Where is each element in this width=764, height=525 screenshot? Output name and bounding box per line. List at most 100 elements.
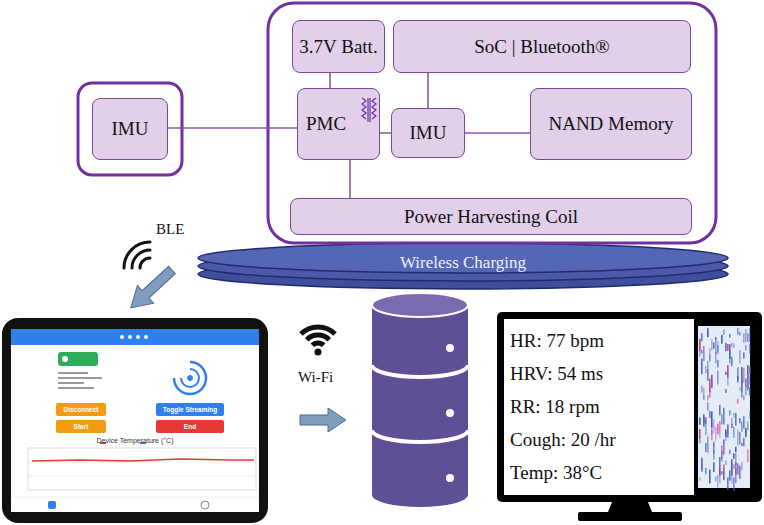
spectrogram-streak: [735, 473, 737, 483]
spectrogram-streak: [719, 468, 721, 483]
spectrogram-streak: [717, 424, 719, 435]
spectrogram-streak: [719, 434, 721, 438]
protocol-label: Wi-Fi: [298, 368, 348, 386]
spectrogram-streak: [703, 388, 705, 399]
chart-title: Device Temperature (°C): [60, 435, 210, 445]
tablet-frame: [2, 318, 268, 523]
spectrogram-streak: [743, 395, 745, 400]
spectrogram-streak: [735, 453, 737, 465]
wifi-symbol: [301, 327, 335, 345]
flow-arrow: [300, 408, 346, 432]
spectrogram-streak: [715, 432, 717, 441]
spectrogram-streak: [701, 459, 703, 470]
spectrogram-streak: [749, 367, 751, 375]
spectrogram-streak: [711, 411, 713, 427]
spectrogram-streak: [731, 459, 733, 475]
spectrogram-streak: [743, 416, 745, 428]
database-led: [446, 474, 454, 482]
spectrogram-streak: [713, 419, 715, 433]
wifi-wave: [312, 343, 323, 345]
spectrogram-streak: [729, 334, 731, 338]
box-text: IMU: [112, 118, 149, 140]
text-line: [58, 377, 102, 379]
spectrogram-streak: [725, 430, 727, 437]
spectrogram-streak: [737, 463, 739, 474]
status-icon: [136, 335, 140, 339]
spectrogram-streak: [699, 429, 701, 439]
charging-label: Wireless Charging: [340, 249, 586, 277]
spectrogram-streak: [699, 439, 701, 443]
vitals-screen: HR: 77 bpmHRV: 54 msRR: 18 rpmCough: 20 …: [504, 319, 694, 495]
text-line: [58, 387, 94, 389]
wire-connector: [168, 127, 297, 129]
spectrogram-streak: [717, 370, 719, 384]
wire-connector: [349, 160, 351, 198]
spectrogram-streak: [699, 339, 701, 356]
logo-dot: [188, 376, 193, 381]
wire-connector: [427, 73, 429, 108]
ble-wave: [124, 242, 150, 268]
spectrogram-streak: [735, 468, 737, 475]
database-body: [372, 305, 468, 507]
wifi-wave: [301, 327, 335, 334]
status-chip-icon: [62, 356, 68, 362]
spectrogram-streak: [709, 470, 711, 484]
spectrogram-streak: [739, 332, 741, 336]
app-bar: [11, 329, 259, 345]
spectrogram-streak: [749, 387, 751, 395]
spectrogram-streak: [733, 427, 735, 438]
spectrogram-streak: [711, 430, 713, 435]
box-text: RR: 18 rpm: [510, 396, 600, 418]
spectrogram-streak: [723, 330, 725, 335]
spectrogram-streak: [717, 341, 719, 354]
box-text: HRV: 54 ms: [510, 363, 603, 385]
spectrogram-streak: [711, 339, 713, 350]
spectrogram-streak: [733, 477, 735, 491]
wire-connector: [465, 132, 530, 134]
box-text: HR: 77 bpm: [510, 330, 604, 352]
spectrogram-streak: [711, 375, 713, 388]
spectrogram-streak: [721, 451, 723, 462]
app-logo: [174, 362, 206, 394]
spectrogram-streak: [743, 333, 745, 343]
spectrogram-streak: [703, 417, 705, 427]
spectrogram-streak: [725, 372, 727, 375]
spectrogram-streak: [741, 381, 743, 398]
spectrogram-streak: [745, 378, 747, 386]
spectrogram-streak: [735, 447, 737, 452]
spectrogram-streak: [729, 351, 731, 363]
box-text: Power Harvesting Coil: [404, 206, 578, 228]
spectrogram-streak: [715, 352, 717, 363]
battery-box: 3.7V Batt.: [292, 20, 385, 73]
chart-grid: [28, 476, 256, 477]
spectrogram-streak: [713, 450, 715, 459]
box-text: Wireless Charging: [400, 253, 526, 273]
spectrogram-streak: [715, 477, 717, 482]
spectrogram-streak: [745, 345, 747, 350]
monitor-frame: [497, 312, 762, 502]
ble-symbol: [124, 242, 150, 268]
spectrogram-streak: [709, 411, 711, 418]
spectrogram-streak: [737, 376, 739, 381]
spectrogram-streak: [705, 423, 707, 436]
app-button: [56, 403, 106, 416]
spectrogram-streak: [713, 343, 715, 349]
status-icon: [128, 335, 132, 339]
soc-box: SoC | Bluetooth®: [393, 20, 691, 73]
spectrogram-streak: [721, 335, 723, 344]
spectrogram-streak: [707, 361, 709, 370]
spectrogram-streak: [731, 424, 733, 428]
spectrogram-streak: [747, 375, 749, 391]
sensor-housing: [78, 83, 182, 175]
database-led: [446, 344, 454, 352]
spectrogram-streak: [709, 348, 711, 360]
spectrogram-streak: [725, 343, 727, 352]
memory-box: NAND Memory: [530, 88, 692, 160]
spectrogram-streak: [749, 411, 751, 418]
spectrogram-streak: [741, 422, 743, 432]
spectrogram-streak: [713, 441, 715, 446]
spectrogram-streak: [703, 396, 705, 400]
spectrogram-streak: [739, 418, 741, 423]
spectrogram-streak: [733, 464, 735, 469]
spectrogram-streak: [723, 439, 725, 443]
